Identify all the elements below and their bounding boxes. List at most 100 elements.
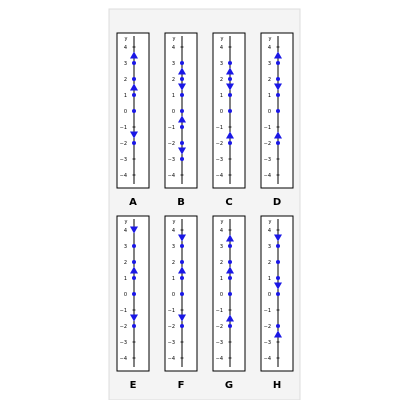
tick-label: −2 [264,324,271,330]
arrow-down-icon [274,234,282,242]
tick-label: 0 [268,292,271,298]
arrow-up-icon [226,131,234,139]
equilibrium-point [180,141,184,145]
equilibrium-point [276,141,280,145]
arrow-down-icon [178,83,186,91]
equilibrium-point [132,260,136,264]
axis-label: y [125,36,128,42]
tick-label: −4 [120,173,127,179]
tick-label: 2 [220,260,223,266]
tick-label: −1 [216,125,223,131]
arrow-up-icon [274,51,282,59]
tick-label: −2 [120,141,127,147]
tick-label: 2 [220,77,223,83]
tick-label: 0 [172,109,175,115]
tick-label: 3 [172,61,175,67]
tick-label: −4 [168,356,175,362]
panel-label: F [178,380,185,391]
equilibrium-point [228,93,232,97]
equilibrium-point [180,276,184,280]
equilibrium-point [228,292,232,296]
tick-label: −1 [216,308,223,314]
tick-label: 1 [172,93,175,99]
tick-label: 0 [268,109,271,115]
tick-label: −1 [120,308,127,314]
panel-label: H [273,380,281,391]
arrow-up-icon [226,234,234,242]
equilibrium-point [132,324,136,328]
equilibrium-point [180,109,184,113]
tick-label: −3 [120,157,127,163]
equilibrium-point [228,324,232,328]
panel-label: B [177,197,185,208]
tick-label: −4 [216,356,223,362]
equilibrium-point [132,93,136,97]
equilibrium-point [132,276,136,280]
axis-label: y [269,219,272,225]
arrow-down-icon [130,314,138,322]
tick-label: −1 [168,308,175,314]
tick-label: 3 [220,244,223,250]
tick-label: 1 [220,276,223,282]
arrow-up-icon [274,330,282,338]
equilibrium-point [228,244,232,248]
arrow-up-icon [226,266,234,274]
tick-label: 1 [124,93,127,99]
tick-label: 0 [172,292,175,298]
tick-label: −3 [216,340,223,346]
axis-label: y [269,36,272,42]
tick-label: 0 [124,109,127,115]
panel-label: G [225,380,233,391]
equilibrium-point [276,93,280,97]
equilibrium-point [132,77,136,81]
tick-label: 3 [124,61,127,67]
panel-label: C [225,197,232,208]
panel-label: D [273,197,281,208]
tick-label: −2 [168,324,175,330]
tick-label: 2 [124,77,127,83]
equilibrium-point [228,260,232,264]
tick-label: 1 [220,93,223,99]
tick-label: −2 [264,141,271,147]
panel-label: E [130,380,137,391]
equilibrium-point [180,260,184,264]
tick-label: −1 [168,125,175,131]
tick-label: 4 [172,228,175,234]
tick-label: 1 [172,276,175,282]
equilibrium-point [180,93,184,97]
tick-label: −3 [120,340,127,346]
tick-label: −4 [264,173,271,179]
tick-label: 0 [220,109,223,115]
tick-label: 4 [268,45,271,51]
tick-label: −4 [168,173,175,179]
arrow-up-icon [130,83,138,91]
tick-label: −1 [264,125,271,131]
equilibrium-point [228,61,232,65]
tick-label: −2 [168,141,175,147]
equilibrium-point [276,292,280,296]
tick-label: 2 [172,77,175,83]
arrow-up-icon [226,314,234,322]
axis-label: y [173,36,176,42]
equilibrium-point [132,141,136,145]
arrow-up-icon [130,51,138,59]
tick-label: 2 [172,260,175,266]
tick-label: 4 [124,45,127,51]
arrow-up-icon [130,266,138,274]
tick-label: 4 [124,228,127,234]
arrow-down-icon [274,83,282,91]
arrow-down-icon [178,234,186,242]
equilibrium-point [180,244,184,248]
tick-label: −3 [264,157,271,163]
tick-label: −1 [120,125,127,131]
axis-label: y [221,219,224,225]
equilibrium-point [180,157,184,161]
tick-label: 4 [220,45,223,51]
arrow-up-icon [226,67,234,75]
